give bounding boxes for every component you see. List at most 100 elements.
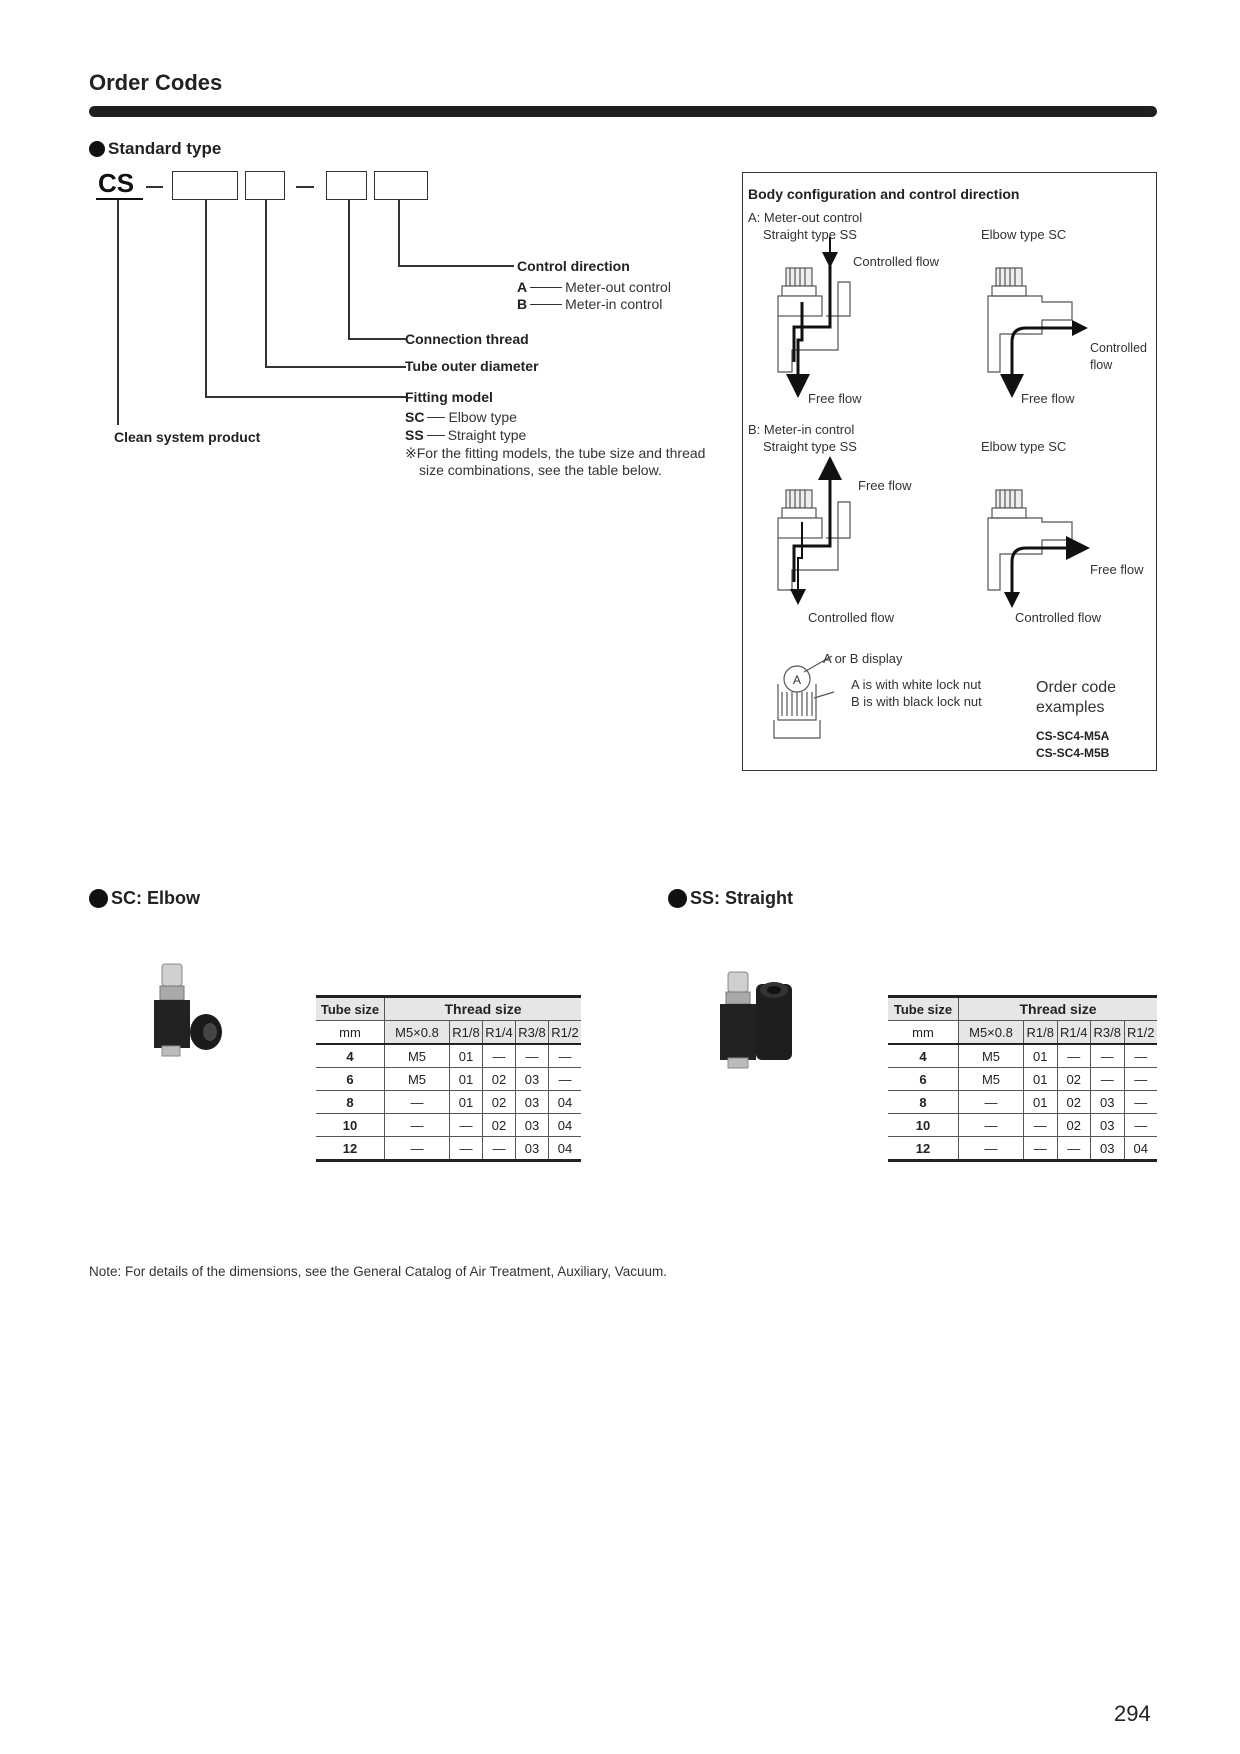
thread-col-header: R1/8 <box>1023 1020 1058 1045</box>
straight-type-label: Straight type SS <box>763 439 857 454</box>
flow-label: flow <box>1090 358 1113 372</box>
thread-col-header: R3/8 <box>1090 1020 1125 1045</box>
thread-code-cell: 02 <box>482 1090 517 1114</box>
thread-code-cell: 03 <box>515 1136 550 1162</box>
tube-outer-diameter-label: Tube outer diameter <box>405 358 539 374</box>
option-dash <box>530 303 563 305</box>
thread-code-cell: — <box>515 1043 550 1068</box>
straight-type-label: Straight type SS <box>763 227 857 242</box>
thread-code-cell: — <box>384 1090 450 1114</box>
code-separator <box>146 186 163 188</box>
tube-size-cell: 12 <box>888 1136 959 1162</box>
thread-code-cell: 02 <box>1056 1090 1092 1114</box>
thread-code-cell: — <box>1056 1043 1092 1068</box>
leader-line <box>348 200 350 339</box>
order-code-example: CS-SC4-M5A <box>1036 729 1110 743</box>
display-label: A or B display <box>823 651 903 666</box>
option-text: Elbow type <box>448 409 517 425</box>
thread-code-cell: 03 <box>515 1067 550 1091</box>
control-direction-box <box>374 171 428 200</box>
thread-code-cell: — <box>1090 1043 1125 1068</box>
thread-code-cell: M5 <box>384 1067 450 1091</box>
examples-heading-2: examples <box>1036 699 1105 716</box>
standard-type-heading: Standard type <box>89 139 221 159</box>
thread-size-header: Thread size <box>384 995 581 1021</box>
tube-size-cell: 12 <box>316 1136 385 1162</box>
thread-code-cell: — <box>482 1136 517 1162</box>
bullet-icon <box>89 141 105 157</box>
tube-size-cell: 6 <box>888 1067 959 1091</box>
elbow-type-label: Elbow type SC <box>981 439 1067 454</box>
thread-code-cell: — <box>482 1043 517 1068</box>
flow-label: Free flow <box>1090 562 1144 577</box>
option-key: SS <box>405 427 424 443</box>
flow-label: Free flow <box>1021 391 1075 406</box>
lock-nut-knob-drawing <box>773 655 835 739</box>
code-separator <box>296 186 314 188</box>
standard-type-label: Standard type <box>108 139 222 158</box>
thread-code-cell: — <box>1023 1113 1058 1137</box>
thread-code-cell: — <box>1123 1113 1157 1137</box>
thread-code-cell: 03 <box>1090 1090 1125 1114</box>
elbow-fitting-drawing <box>987 267 1073 373</box>
thread-col-header: R1/8 <box>448 1020 484 1045</box>
tube-size-cell: 6 <box>316 1067 385 1091</box>
thread-code-cell: — <box>1056 1136 1092 1162</box>
black-nut-label: B is with black lock nut <box>851 694 982 709</box>
flow-label: Free flow <box>808 391 862 406</box>
straight-fitting-drawing <box>777 267 851 373</box>
tube-size-cell: 8 <box>888 1090 959 1114</box>
thread-code-cell: — <box>958 1090 1024 1114</box>
option-dash <box>530 286 563 288</box>
bullet-icon <box>89 889 108 908</box>
flow-label: Controlled flow <box>808 610 894 625</box>
option-text: Meter-in control <box>565 296 663 312</box>
thread-code-cell: — <box>1123 1090 1157 1114</box>
thread-code-cell: 01 <box>448 1067 484 1091</box>
tube-size-header: Tube size <box>888 995 959 1021</box>
thread-col-header: M5×0.8 <box>384 1020 450 1045</box>
tube-size-header: Tube size <box>316 995 385 1021</box>
thread-code-cell: — <box>1090 1067 1125 1091</box>
thread-code-cell: 03 <box>515 1113 550 1137</box>
thread-code-cell: 01 <box>1023 1067 1058 1091</box>
body-configuration-panel <box>742 172 1157 771</box>
thread-code-cell: — <box>1123 1067 1157 1091</box>
tube-size-unit: mm <box>888 1020 959 1045</box>
tube-size-cell: 10 <box>888 1113 959 1137</box>
elbow-flow-path <box>1010 326 1072 382</box>
tube-size-cell: 4 <box>316 1043 385 1068</box>
thread-code-cell: M5 <box>958 1067 1024 1091</box>
thread-code-cell: M5 <box>958 1043 1024 1068</box>
leader-line <box>398 200 400 266</box>
code-prefix: CS <box>98 168 135 198</box>
thread-col-header: R3/8 <box>515 1020 550 1045</box>
thread-code-cell: — <box>548 1067 581 1091</box>
straight-fitting-photo <box>720 971 792 1069</box>
bullet-icon <box>668 889 687 908</box>
option-key: A <box>517 279 528 295</box>
thread-code-cell: 01 <box>1023 1043 1058 1068</box>
elbow-type-label: Elbow type SC <box>981 227 1067 242</box>
thread-code-cell: M5 <box>384 1043 450 1068</box>
elbow-section-label: SC: Elbow <box>111 888 200 908</box>
thread-code-cell: 01 <box>1023 1090 1058 1114</box>
thread-code-cell: 02 <box>482 1113 517 1137</box>
thread-code-cell: — <box>384 1136 450 1162</box>
elbow-fitting-photo <box>154 963 222 1057</box>
thread-code-cell: 04 <box>548 1136 581 1162</box>
tube-diameter-box <box>245 171 285 200</box>
leader-line <box>117 200 119 425</box>
option-text: Meter-out control <box>565 279 671 295</box>
elbow-fitting-drawing <box>987 489 1073 591</box>
connection-thread-label: Connection thread <box>405 331 529 347</box>
flow-label: Controlled <box>1090 341 1147 355</box>
elbow-flow-path <box>1010 546 1067 597</box>
connection-thread-box <box>326 171 367 200</box>
page-title: Order Codes <box>89 70 223 95</box>
